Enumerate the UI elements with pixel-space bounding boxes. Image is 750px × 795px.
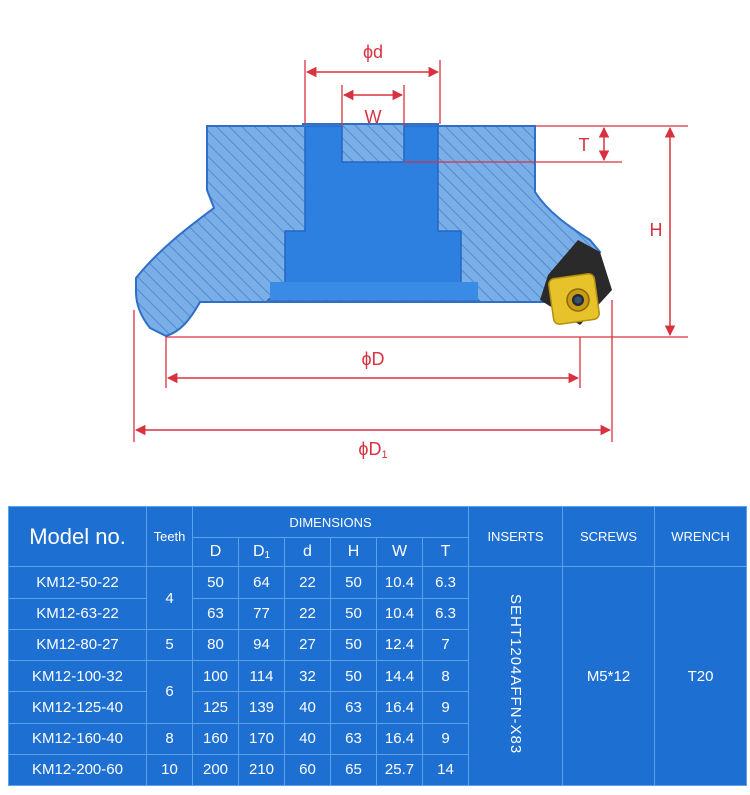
header-dim-w: W (376, 537, 423, 568)
table-subheader-row: D D1 d H W T (9, 537, 747, 568)
cell-h: 63 (330, 722, 377, 755)
cell-small-d: 60 (284, 753, 331, 787)
header-dimensions: DIMENSIONS (192, 505, 469, 539)
cell-w: 12.4 (376, 628, 423, 662)
cell-model: KM12-100-32 (8, 660, 147, 693)
cell-d: 125 (192, 691, 239, 724)
cell-small-d: 40 (284, 722, 331, 755)
cell-model: KM12-160-40 (8, 722, 147, 755)
cell-d1: 139 (238, 691, 285, 724)
header-dim-small-d: d (284, 537, 331, 568)
cell-small-d: 40 (284, 691, 331, 724)
cell-model: KM12-200-60 (8, 753, 147, 787)
header-inserts: INSERTS (468, 505, 563, 568)
cell-d: 63 (192, 597, 239, 630)
cell-t: 7 (422, 628, 469, 662)
header-model: Model no. (8, 505, 147, 568)
cell-d1: 77 (238, 597, 285, 630)
header-teeth: Teeth (146, 505, 193, 568)
cell-d: 200 (192, 753, 239, 787)
cell-teeth: 5 (146, 628, 193, 662)
cell-h: 63 (330, 691, 377, 724)
label-d: ϕd (363, 42, 383, 62)
table-row: KM12-200-60 10 200 210 60 65 25.7 14 (8, 753, 747, 787)
bore-section (265, 125, 481, 301)
cell-d1: 94 (238, 628, 285, 662)
cell-w: 25.7 (376, 753, 423, 787)
cell-t: 9 (422, 722, 469, 755)
cell-t: 6.3 (422, 597, 469, 630)
bore-base (270, 282, 478, 300)
header-wrench: WRENCH (654, 505, 747, 568)
header-dim-d1: D1 (238, 537, 285, 568)
header-dim-d: D (192, 537, 239, 568)
cell-w: 14.4 (376, 660, 423, 693)
cell-h: 50 (330, 660, 377, 693)
label-h: H (650, 220, 663, 240)
header-screws: SCREWS (562, 505, 655, 568)
cell-w: 16.4 (376, 691, 423, 724)
specification-table: Model no. Teeth DIMENSIONS INSERTS SCREW… (8, 505, 747, 787)
cell-d: 80 (192, 628, 239, 662)
cell-small-d: 22 (284, 566, 331, 599)
table-header-row: Model no. Teeth DIMENSIONS INSERTS SCREW… (8, 505, 747, 568)
cell-small-d: 32 (284, 660, 331, 693)
cell-h: 50 (330, 628, 377, 662)
cell-w: 16.4 (376, 722, 423, 755)
table-row: KM12-125-40 125 139 40 63 16.4 9 (8, 691, 747, 724)
cell-teeth: 4 (146, 566, 193, 630)
cell-small-d: 22 (284, 597, 331, 630)
table-row: KM12-160-40 8 160 170 40 63 16.4 9 (8, 722, 747, 755)
cell-h: 65 (330, 753, 377, 787)
cell-d1: 170 (238, 722, 285, 755)
cell-d: 50 (192, 566, 239, 599)
insert-pocket (540, 240, 612, 325)
cell-model: KM12-80-27 (8, 628, 147, 662)
cell-model: KM12-50-22 (8, 566, 147, 599)
cell-t: 9 (422, 691, 469, 724)
cell-d: 100 (192, 660, 239, 693)
label-bigd: ϕD (361, 349, 384, 369)
cell-small-d: 27 (284, 628, 331, 662)
table-row: KM12-50-22 4 50 64 22 50 10.4 6.3 SEHT12… (8, 566, 747, 786)
cell-teeth: 8 (146, 722, 193, 755)
table-row: KM12-100-32 6 100 114 32 50 14.4 8 (8, 660, 747, 724)
cell-h: 50 (330, 597, 377, 630)
cell-screws: M5*12 (562, 566, 655, 786)
cell-w: 10.4 (376, 597, 423, 630)
cell-h: 50 (330, 566, 377, 599)
cell-d1: 210 (238, 753, 285, 787)
cell-d1: 114 (238, 660, 285, 693)
label-d1: ϕD1 (358, 439, 387, 461)
header-dim-t: T (422, 537, 469, 568)
cell-teeth: 6 (146, 660, 193, 724)
extension-lines (133, 60, 688, 442)
header-dim-h: H (330, 537, 377, 568)
cell-t: 8 (422, 660, 469, 693)
cell-model: KM12-63-22 (8, 597, 147, 630)
cell-d: 160 (192, 722, 239, 755)
cell-teeth: 10 (146, 753, 193, 787)
cell-w: 10.4 (376, 566, 423, 599)
table-row: KM12-63-22 63 77 22 50 10.4 6.3 (8, 597, 747, 630)
label-w: W (365, 107, 382, 127)
cell-model: KM12-125-40 (8, 691, 147, 724)
cell-inserts: SEHT1204AFFN-X83 (468, 566, 563, 786)
cell-t: 14 (422, 753, 469, 787)
cell-d1: 64 (238, 566, 285, 599)
cutter-cross-section-drawing: ϕd W T H ϕD ϕD1 (133, 42, 688, 461)
label-t: T (579, 135, 590, 155)
cell-t: 6.3 (422, 566, 469, 599)
cell-wrench: T20 (654, 566, 747, 786)
